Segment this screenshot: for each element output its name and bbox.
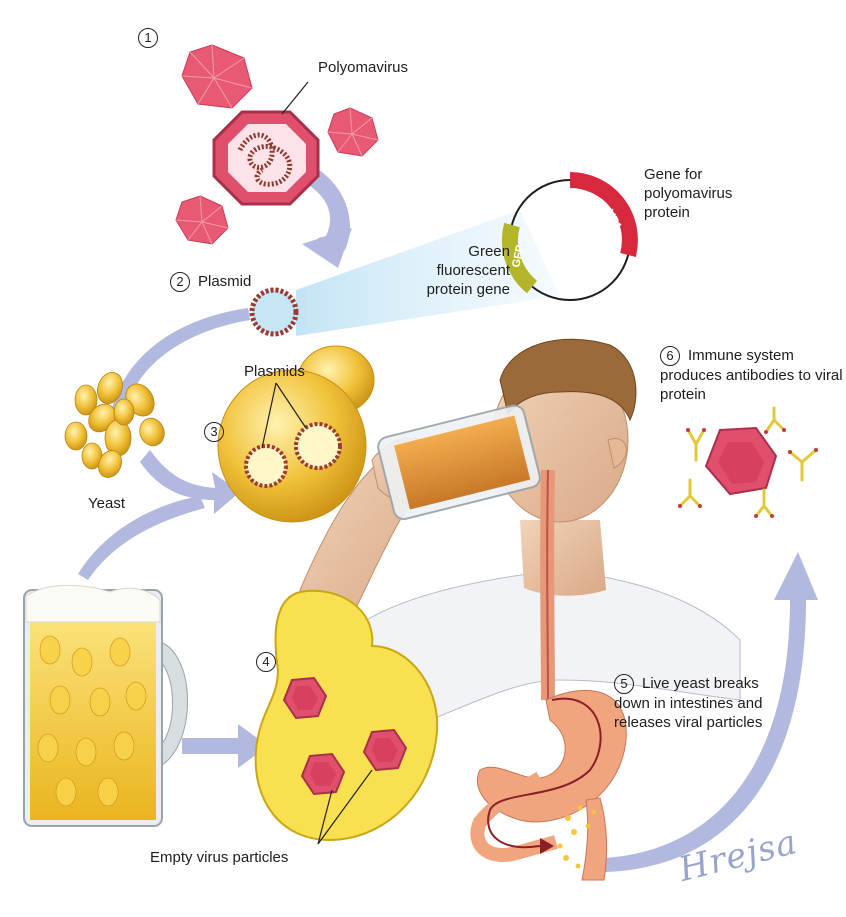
beer-mug bbox=[23, 584, 188, 827]
yeast-cell-with-plasmids bbox=[217, 345, 375, 523]
arrow-beer-to-particles bbox=[182, 724, 268, 768]
plasmids-label: Plasmids bbox=[244, 363, 305, 380]
digestive-tract bbox=[470, 469, 627, 881]
intestine bbox=[470, 771, 558, 863]
ear bbox=[607, 438, 627, 469]
yeast-label: Yeast bbox=[88, 495, 125, 512]
antibody-icon bbox=[678, 406, 818, 518]
plasmid-in-yeast bbox=[294, 422, 342, 470]
zoom-beam bbox=[296, 210, 560, 336]
neck bbox=[520, 520, 606, 596]
viral-dna bbox=[237, 132, 293, 187]
released-particles bbox=[557, 805, 596, 869]
plasmid-in-yeast bbox=[244, 444, 288, 488]
gfp-gene-label: Green fluorescent protein gene bbox=[426, 243, 510, 298]
vp1-gene-segment bbox=[569, 172, 638, 257]
antibodies-and-viral-protein bbox=[678, 406, 818, 518]
step-3-number: 3 bbox=[204, 422, 232, 443]
antibody-label: Immune system produces antibodies to vir… bbox=[660, 347, 843, 404]
arrow-gut-to-antibodies bbox=[605, 552, 818, 872]
arrow-yeast-to-cell bbox=[140, 450, 240, 514]
shirt bbox=[339, 569, 741, 721]
hair bbox=[499, 338, 637, 422]
duodenum bbox=[581, 797, 608, 881]
step-4-number: 4 bbox=[256, 652, 284, 673]
gfp-tag: GFP bbox=[510, 244, 526, 269]
virus-icosahedron bbox=[327, 107, 379, 157]
empty-particles-label: Empty virus particles bbox=[150, 849, 289, 866]
plasmid-label: Plasmid bbox=[198, 273, 252, 290]
plasmid bbox=[249, 287, 299, 337]
vp1-gene-label: Gene for polyomavirus protein bbox=[644, 166, 733, 221]
drinking-glass bbox=[377, 404, 541, 521]
step-1-number: 1 bbox=[138, 28, 166, 49]
yeast-cluster bbox=[64, 372, 165, 478]
gfp-gene-segment bbox=[502, 222, 538, 294]
polyomavirus-particles bbox=[175, 44, 379, 245]
polyomavirus-label: Polyomavirus bbox=[318, 59, 409, 76]
intestine-label: Live yeast breaks down in intestines and… bbox=[614, 675, 763, 732]
yeast-cell-with-particles bbox=[254, 589, 439, 845]
arrow-cell-to-beer bbox=[78, 496, 205, 580]
